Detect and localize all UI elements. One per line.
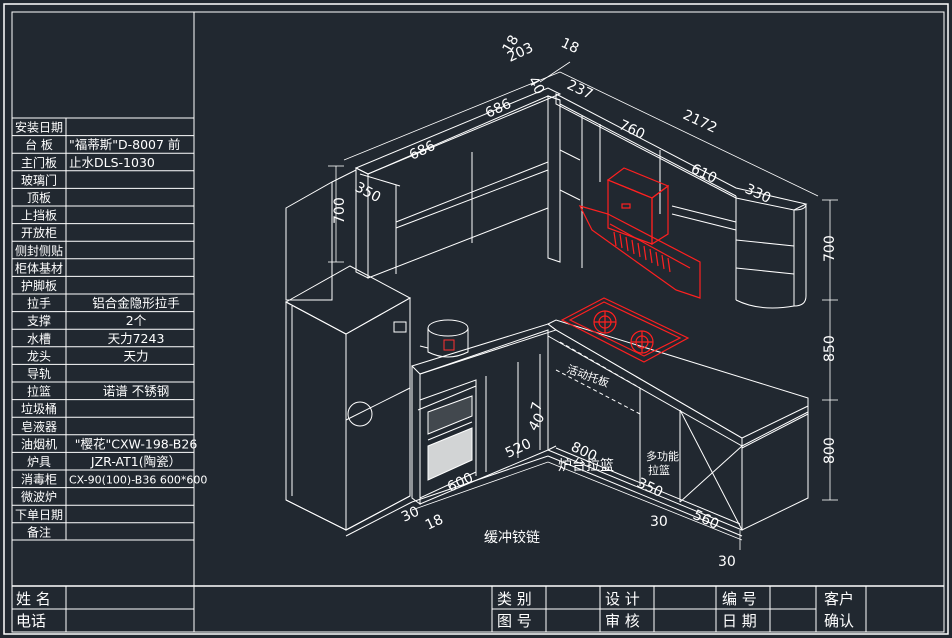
spec-row-label: 油烟机 <box>21 437 57 451</box>
dim-560: 560 <box>690 507 721 533</box>
dim-30-right: 30 <box>718 554 736 570</box>
dim-330: 330 <box>742 181 773 207</box>
side-tall-panel <box>285 169 357 301</box>
dimension-lines <box>328 61 838 550</box>
serial-number-label: 编 号 <box>722 590 757 608</box>
spec-row-label: 龙头 <box>27 349 51 363</box>
spec-row-value: JZR-AT1(陶瓷） <box>90 454 181 469</box>
spec-row-value: 天力 <box>123 348 148 363</box>
disinfection-cabinet <box>419 379 477 499</box>
spec-row-value: CX-90(100)-B36 600*600 <box>69 474 207 487</box>
spec-row-label: 拉篮 <box>27 384 51 399</box>
dim-40-top: 40 <box>525 74 548 97</box>
spec-row-value: 诺谱 不锈钢 <box>103 384 169 399</box>
range-hood-vents <box>613 231 671 273</box>
dim-30-mid: 30 <box>650 514 668 530</box>
multi-basket-label-2: 拉篮 <box>648 463 670 477</box>
phone-label: 电话 <box>16 612 46 630</box>
multi-basket-label-1: 多功能 <box>646 449 679 463</box>
customer-label: 客户 <box>824 590 854 608</box>
dim-610: 610 <box>688 161 719 187</box>
spec-row-label: 消毒柜 <box>21 473 57 487</box>
dim-850: 850 <box>822 335 838 362</box>
spec-row-label: 侧封侧贴 <box>15 244 63 258</box>
spec-row-label: 上挡板 <box>21 209 57 223</box>
spec-row-label: 炉具 <box>27 455 51 469</box>
spec-row-label: 支撑 <box>27 313 51 328</box>
date-label: 日 期 <box>722 612 757 630</box>
spec-row-label: 皂液器 <box>21 419 57 434</box>
range-hood <box>578 167 701 299</box>
spec-row-label: 台 板 <box>25 137 53 152</box>
spec-row-label: 微波炉 <box>21 490 57 504</box>
dim-686-left: 686 <box>407 138 438 164</box>
spec-row-label: 垃圾桶 <box>21 401 57 416</box>
spec-row-label: 开放柜 <box>21 225 57 240</box>
dim-18-bottom: 18 <box>423 512 446 534</box>
dim-18-left: 18 <box>500 33 523 56</box>
spec-row-label: 顶板 <box>27 191 51 205</box>
upper-cabinets-right <box>555 93 808 309</box>
spec-row-value: "樱花"CXW-198-B26 <box>75 436 198 451</box>
rice-cooker <box>419 319 469 358</box>
spec-row-value: 铝合金隐形拉手 <box>92 296 180 311</box>
dim-40-bottom: 40 <box>526 411 549 434</box>
dim-30-left: 30 <box>399 504 422 526</box>
wall-column <box>547 95 561 263</box>
spec-row-label: 柜体基材 <box>15 261 63 275</box>
spec-row-value: 止水DLS-1030 <box>69 155 155 170</box>
review-label: 审 核 <box>605 612 640 630</box>
base-cabinets-right <box>547 335 809 531</box>
gas-hob <box>560 297 690 363</box>
spec-row-label: 安装日期 <box>15 120 63 135</box>
dim-7: 7 <box>528 400 546 413</box>
spec-row-label: 导轨 <box>27 367 51 381</box>
toe-kick <box>345 455 743 537</box>
design-label: 设 计 <box>605 590 640 608</box>
dim-800-right: 800 <box>822 437 838 464</box>
spec-row-label: 备注 <box>27 524 51 539</box>
buffer-hinge-label: 缓冲铰链 <box>484 530 540 546</box>
title-block-grid <box>12 586 867 632</box>
spec-row-label: 拉手 <box>27 296 51 311</box>
spec-table <box>11 117 195 541</box>
spec-row-label: 主门板 <box>21 155 57 170</box>
spec-row-label: 护脚板 <box>21 278 57 293</box>
spec-row-label: 下单日期 <box>15 508 63 522</box>
spec-row-label: 水槽 <box>27 332 51 346</box>
dim-700-left: 700 <box>332 197 348 224</box>
fridge <box>284 265 412 531</box>
category-label: 类 别 <box>497 590 532 608</box>
spec-row-value: 天力7243 <box>108 331 165 346</box>
upper-cabinets-left <box>354 87 562 279</box>
activity-shelf-label: 活动托板 <box>565 362 611 390</box>
spec-row-value: 2个 <box>126 313 147 328</box>
dim-350-bottom: 350 <box>634 475 665 501</box>
name-label: 姓 名 <box>16 590 51 608</box>
kitchen-isometric <box>284 87 809 537</box>
dim-237: 237 <box>564 77 595 103</box>
drawing-number-label: 图 号 <box>497 612 532 630</box>
confirm-label: 确认 <box>824 612 854 630</box>
spec-row-label: 玻璃门 <box>21 172 57 187</box>
spec-row-value: "福蒂斯"D-8007 前 <box>69 137 180 152</box>
dim-18-top: 18 <box>558 35 581 57</box>
stove-basket-label: 炉台拉篮 <box>558 458 614 474</box>
dim-700-right: 700 <box>822 235 838 262</box>
